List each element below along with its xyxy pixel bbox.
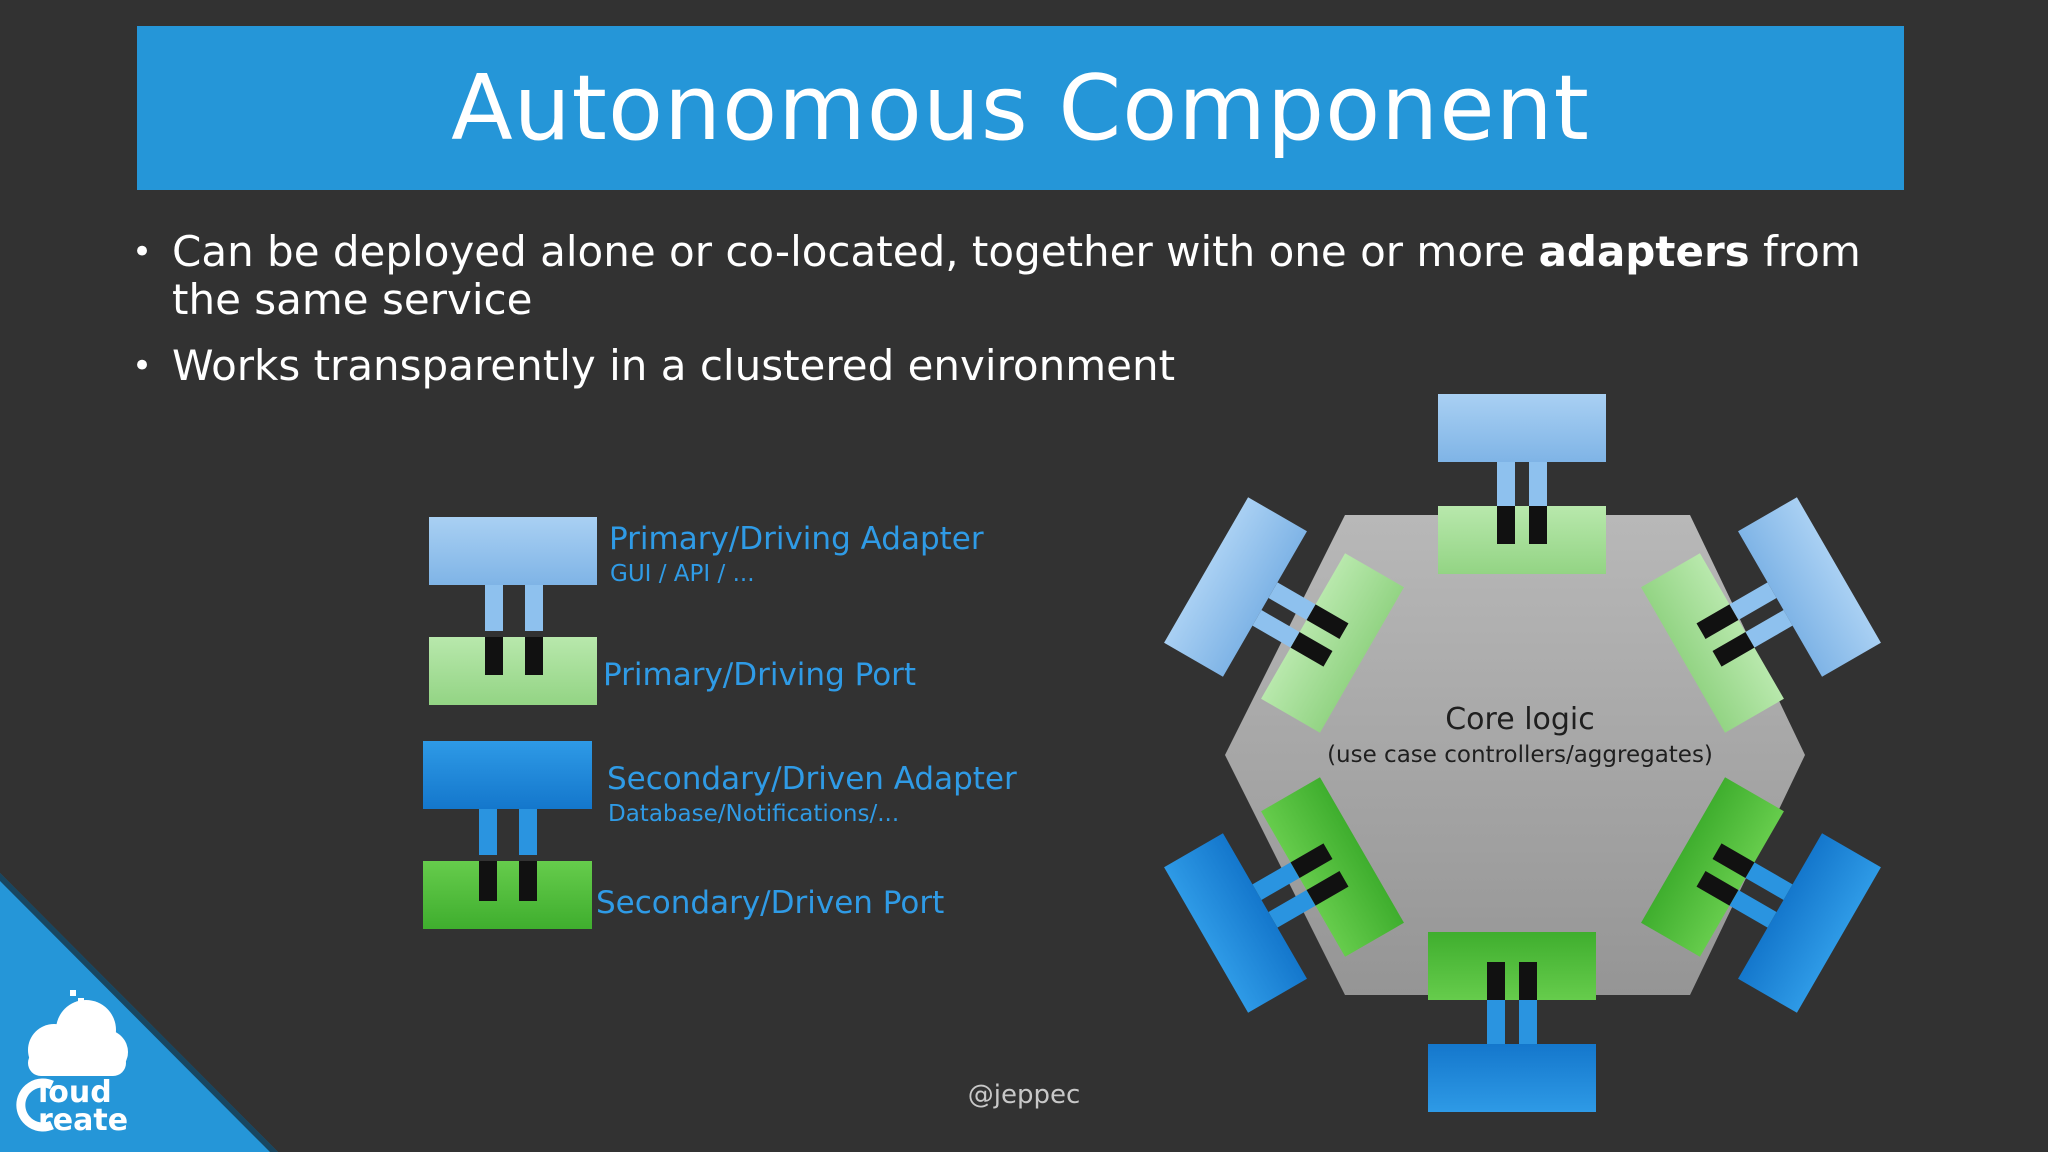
legend-primary-unit bbox=[429, 517, 597, 705]
legend-primary-port-slot bbox=[485, 637, 503, 675]
logo-c-glyph bbox=[16, 1078, 54, 1132]
bullet-2-text: Works transparently in a clustered envir… bbox=[172, 342, 1932, 390]
legend-secondary-port-slot bbox=[479, 861, 497, 901]
legend-primary-adapter-label: Primary/Driving Adapter bbox=[609, 521, 984, 557]
legend-primary-port-label: Primary/Driving Port bbox=[603, 657, 917, 693]
legend-primary-adapter-box bbox=[429, 517, 597, 585]
logo-text-line2: reate bbox=[38, 1103, 129, 1138]
bullet-1-glyph: • bbox=[132, 232, 153, 272]
slide-title: Autonomous Component bbox=[451, 55, 1590, 161]
bullet-1-text: Can be deployed alone or co-located, tog… bbox=[172, 228, 1932, 324]
hex-bottom-secondary-unit bbox=[1428, 932, 1596, 1112]
bullet-2-prefix: Works transparently in a clustered envir… bbox=[172, 341, 1176, 390]
bullet-1-bold: adapters bbox=[1538, 227, 1750, 276]
author-handle: @jeppec bbox=[967, 1080, 1081, 1110]
legend-secondary-port-label: Secondary/Driven Port bbox=[596, 885, 945, 921]
legend-secondary-connector bbox=[479, 809, 497, 855]
hex-top-primary-unit bbox=[1438, 394, 1606, 574]
logo-text-line1: loud bbox=[38, 1075, 112, 1110]
core-subtitle: (use case controllers/aggregates) bbox=[1327, 742, 1713, 768]
legend-primary-connector bbox=[525, 585, 543, 631]
legend-primary-adapter-sub: GUI / API / ... bbox=[610, 561, 755, 587]
legend-secondary-adapter-label: Secondary/Driven Adapter bbox=[607, 761, 1017, 797]
core-title: Core logic bbox=[1445, 702, 1595, 737]
bullet-2-glyph: • bbox=[132, 346, 153, 386]
legend-secondary-port-box bbox=[423, 861, 592, 929]
legend-secondary-adapter-box bbox=[423, 741, 592, 809]
logo-corner-edge bbox=[0, 873, 278, 1152]
title-bar: Autonomous Component bbox=[137, 26, 1904, 190]
legend-primary-port-box bbox=[429, 637, 597, 705]
legend-secondary-adapter-sub: Database/Notifications/... bbox=[608, 801, 900, 827]
legend-primary-connector bbox=[485, 585, 503, 631]
legend-primary-port-slot bbox=[525, 637, 543, 675]
bullet-1-prefix: Can be deployed alone or co-located, tog… bbox=[172, 227, 1539, 276]
cloud-icon bbox=[28, 990, 128, 1076]
bullet-1-suffix: from the same service bbox=[172, 227, 1861, 324]
legend-secondary-unit bbox=[423, 741, 592, 929]
legend-secondary-port-slot bbox=[519, 861, 537, 901]
legend-secondary-connector bbox=[519, 809, 537, 855]
